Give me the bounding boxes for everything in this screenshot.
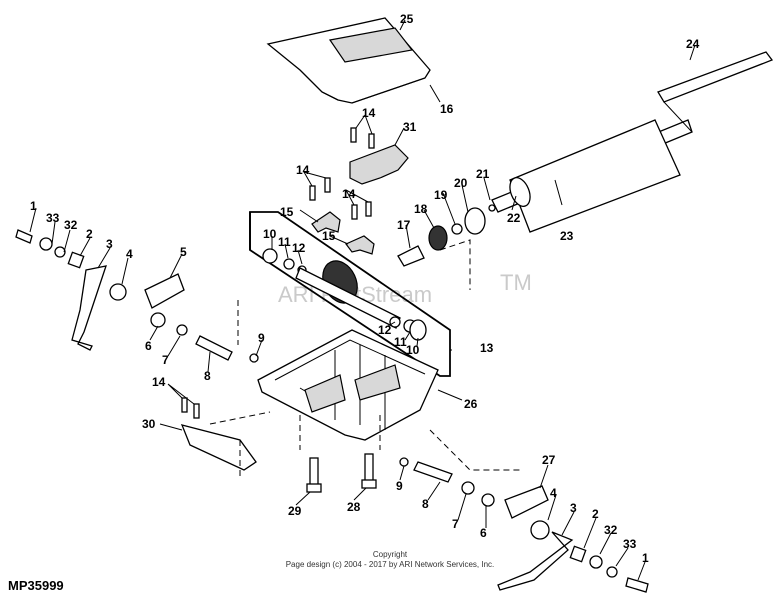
callout-28[interactable]: 28	[347, 500, 361, 514]
callout-8-left[interactable]: 8	[204, 369, 211, 383]
callout-31[interactable]: 31	[403, 120, 417, 134]
callout-1-right[interactable]: 1	[642, 551, 649, 565]
callout-4-left[interactable]: 4	[126, 247, 133, 261]
callout-10-right[interactable]: 10	[406, 343, 420, 357]
callout-4-right[interactable]: 4	[550, 486, 557, 500]
callout-21[interactable]: 21	[476, 167, 490, 181]
callout-11-right[interactable]: 11	[394, 335, 407, 349]
housing-part-26[interactable]	[257, 329, 439, 441]
callout-33-left[interactable]: 33	[46, 211, 60, 225]
callout-14-top[interactable]: 14	[362, 106, 376, 120]
callout-10-left[interactable]: 10	[263, 227, 277, 241]
pinion-assembly[interactable]	[397, 204, 496, 267]
callout-33-right[interactable]: 33	[623, 537, 637, 551]
callout-2-right[interactable]: 2	[592, 507, 599, 521]
callout-7-left[interactable]: 7	[162, 353, 169, 367]
copyright-notice: Page design (c) 2004 - 2017 by ARI Netwo…	[285, 560, 495, 569]
callout-14-mid-left[interactable]: 14	[296, 163, 310, 177]
callout-20[interactable]: 20	[454, 176, 468, 190]
clip-part-15b[interactable]	[345, 235, 375, 255]
callout-3-right[interactable]: 3	[570, 501, 577, 515]
callout-15-left[interactable]: 15	[280, 205, 294, 219]
callout-11-left[interactable]: 11	[278, 235, 291, 249]
callout-5[interactable]: 5	[180, 245, 187, 259]
bolt-part-28[interactable]	[361, 453, 377, 489]
copyright-title: Copyright	[372, 550, 408, 559]
callout-6-left[interactable]: 6	[145, 339, 152, 353]
callout-19[interactable]: 19	[434, 188, 448, 202]
callout-9-left[interactable]: 9	[258, 331, 265, 345]
diagram-id-label: MP35999	[8, 578, 64, 593]
callout-25[interactable]: 25	[400, 12, 414, 26]
callout-23[interactable]: 23	[560, 229, 574, 243]
watermark-tm: TM	[500, 270, 532, 295]
right-lever-assembly[interactable]	[399, 457, 649, 593]
cover-part[interactable]	[266, 17, 431, 104]
callout-27[interactable]: 27	[542, 453, 556, 467]
screw-group-14[interactable]	[181, 127, 375, 419]
callout-30[interactable]: 30	[142, 417, 156, 431]
callout-7-right[interactable]: 7	[452, 517, 459, 531]
callout-1-left[interactable]: 1	[30, 199, 37, 213]
tube-part-23[interactable]	[506, 119, 681, 233]
callout-14-mid-right[interactable]: 14	[342, 187, 356, 201]
callout-15-right[interactable]: 15	[322, 229, 336, 243]
callout-32-right[interactable]: 32	[604, 523, 618, 537]
callout-8-right[interactable]: 8	[422, 497, 429, 511]
callout-3-left[interactable]: 3	[106, 237, 113, 251]
callout-22[interactable]: 22	[507, 211, 521, 225]
clip-part-15a[interactable]	[311, 211, 341, 233]
bracket-part-30[interactable]	[180, 424, 257, 471]
callout-2-left[interactable]: 2	[86, 227, 93, 241]
callout-18[interactable]: 18	[414, 202, 428, 216]
callout-9-right[interactable]: 9	[396, 479, 403, 493]
gear-assembly[interactable]	[262, 248, 427, 341]
callout-32-left[interactable]: 32	[64, 218, 78, 232]
callout-29[interactable]: 29	[288, 504, 302, 518]
callout-26[interactable]: 26	[464, 397, 478, 411]
callout-17[interactable]: 17	[397, 218, 411, 232]
callout-14-bottom[interactable]: 14	[152, 375, 166, 389]
clip-part-31[interactable]	[349, 144, 409, 185]
bolt-part-29[interactable]	[306, 457, 322, 493]
callout-12-left[interactable]: 12	[292, 241, 306, 255]
callout-24[interactable]: 24	[686, 37, 700, 51]
callout-16[interactable]: 16	[440, 102, 454, 116]
left-lever-assembly[interactable]	[15, 229, 259, 363]
callout-12-right[interactable]: 12	[378, 323, 392, 337]
callout-13[interactable]: 13	[480, 341, 494, 355]
callout-6-right[interactable]: 6	[480, 526, 487, 540]
